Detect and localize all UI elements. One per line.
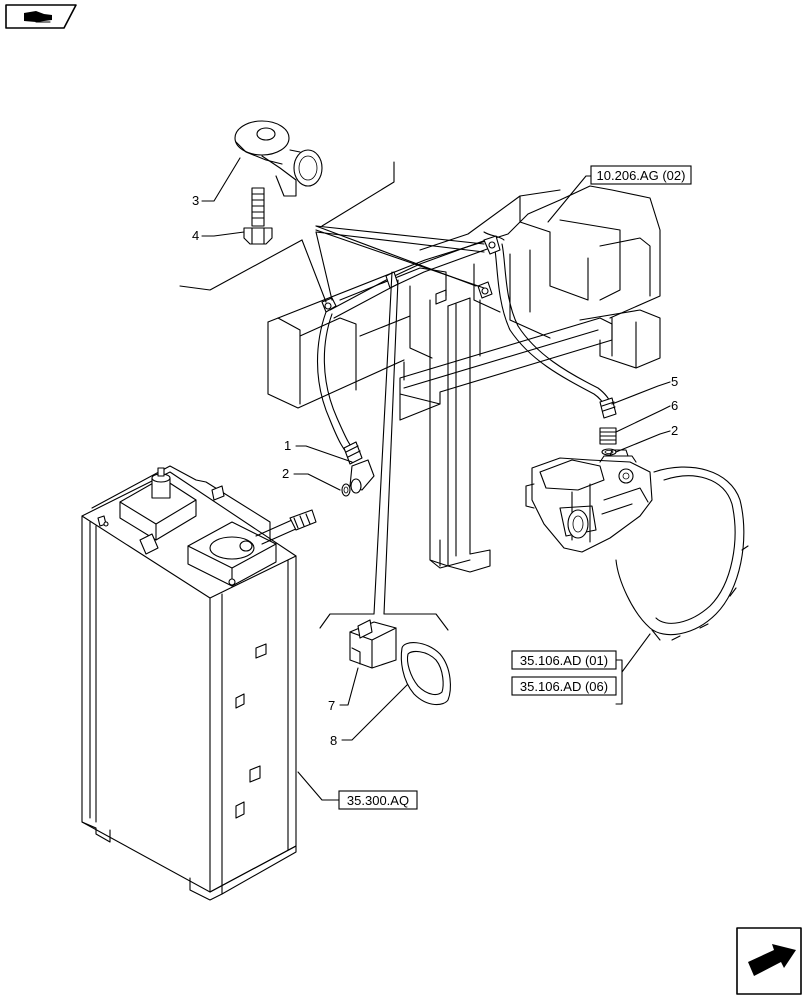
callout-3: 3 [192, 193, 199, 208]
reference-pump-a[interactable]: 35.106.AD (01) [511, 650, 617, 670]
callout-4: 4 [192, 228, 199, 243]
callout-6: 6 [671, 398, 678, 413]
part-6-adapter [599, 427, 617, 445]
callout-8: 8 [330, 733, 337, 748]
hydraulic-pump [525, 449, 749, 641]
reference-pump-a-label: 35.106.AD (01) [520, 653, 608, 668]
callout-1: 1 [284, 438, 291, 453]
reference-tank-label: 35.300.AQ [347, 793, 409, 808]
leader-lines [179, 157, 671, 801]
reference-tank[interactable]: 35.300.AQ [338, 790, 418, 810]
part-3-clamp [234, 120, 323, 197]
part-7-block [349, 619, 397, 669]
next-page-arrow-icon[interactable] [736, 927, 802, 995]
book-hand-icon[interactable] [5, 4, 77, 29]
part-2-o-ring-left [341, 483, 351, 497]
reference-frame[interactable]: 10.206.AG (02) [590, 165, 692, 185]
callout-2-right: 2 [671, 423, 678, 438]
reference-pump-b[interactable]: 35.106.AD (06) [511, 676, 617, 696]
callout-7: 7 [328, 698, 335, 713]
callout-2-left: 2 [282, 466, 289, 481]
callout-numbers: 3 4 1 2 5 6 2 7 8 [192, 193, 678, 748]
reference-frame-label: 10.206.AG (02) [597, 168, 686, 183]
part-8-ring [400, 642, 451, 706]
chassis-frame [267, 185, 661, 573]
reference-pump-b-label: 35.106.AD (06) [520, 679, 608, 694]
hydraulic-tank [81, 465, 317, 901]
part-4-bolt [243, 187, 273, 245]
hydraulic-hoses [317, 231, 617, 494]
callout-5: 5 [671, 374, 678, 389]
